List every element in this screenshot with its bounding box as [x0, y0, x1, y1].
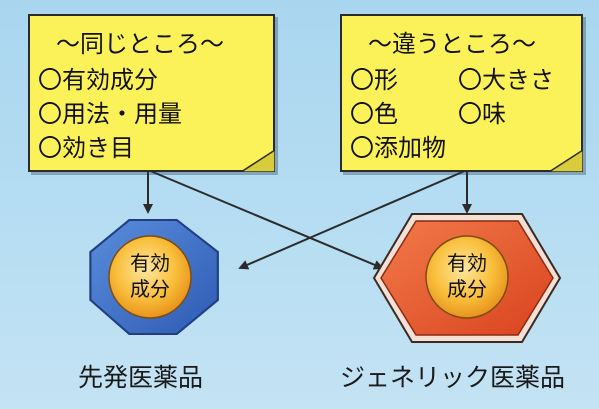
diff-item-color: 〇色 — [350, 100, 398, 128]
note-curl-left — [241, 150, 275, 172]
brand-drug-label: 先発医薬品 — [78, 363, 204, 392]
arrow-left-to-right — [147, 169, 384, 270]
same-item-dosage: 〇用法・用量 — [38, 100, 182, 128]
left-core-label: 有効 成分 — [120, 250, 180, 302]
same-item-efficacy: 〇効き目 — [38, 134, 134, 162]
left-core-line2: 成分 — [130, 277, 170, 301]
right-core-line1: 有効 — [447, 251, 487, 275]
diff-item-additives: 〇添加物 — [350, 134, 446, 162]
note-curl-right — [549, 150, 583, 172]
different-points-title: 〜違うところ〜 — [368, 30, 536, 58]
right-core-line2: 成分 — [447, 277, 487, 301]
same-points-title: 〜同じところ〜 — [56, 30, 224, 58]
diff-item-shape: 〇形 — [350, 66, 398, 94]
left-core-circle — [108, 235, 192, 319]
same-item-active-ingredient: 〇有効成分 — [38, 66, 158, 94]
left-core-line1: 有効 — [130, 251, 170, 275]
arrow-right-to-left — [238, 169, 468, 270]
diff-item-size: 〇大きさ — [458, 66, 554, 94]
different-points-note: 〜違うところ〜 〇形 〇大きさ 〇色 〇味 〇添加物 — [340, 14, 583, 172]
generic-drug-label: ジェネリック医薬品 — [340, 363, 566, 392]
right-core-label: 有効 成分 — [437, 250, 497, 302]
diff-item-taste: 〇味 — [458, 100, 506, 128]
same-points-note: 〜同じところ〜 〇有効成分 〇用法・用量 〇効き目 — [28, 14, 275, 172]
right-core-circle — [425, 235, 509, 319]
